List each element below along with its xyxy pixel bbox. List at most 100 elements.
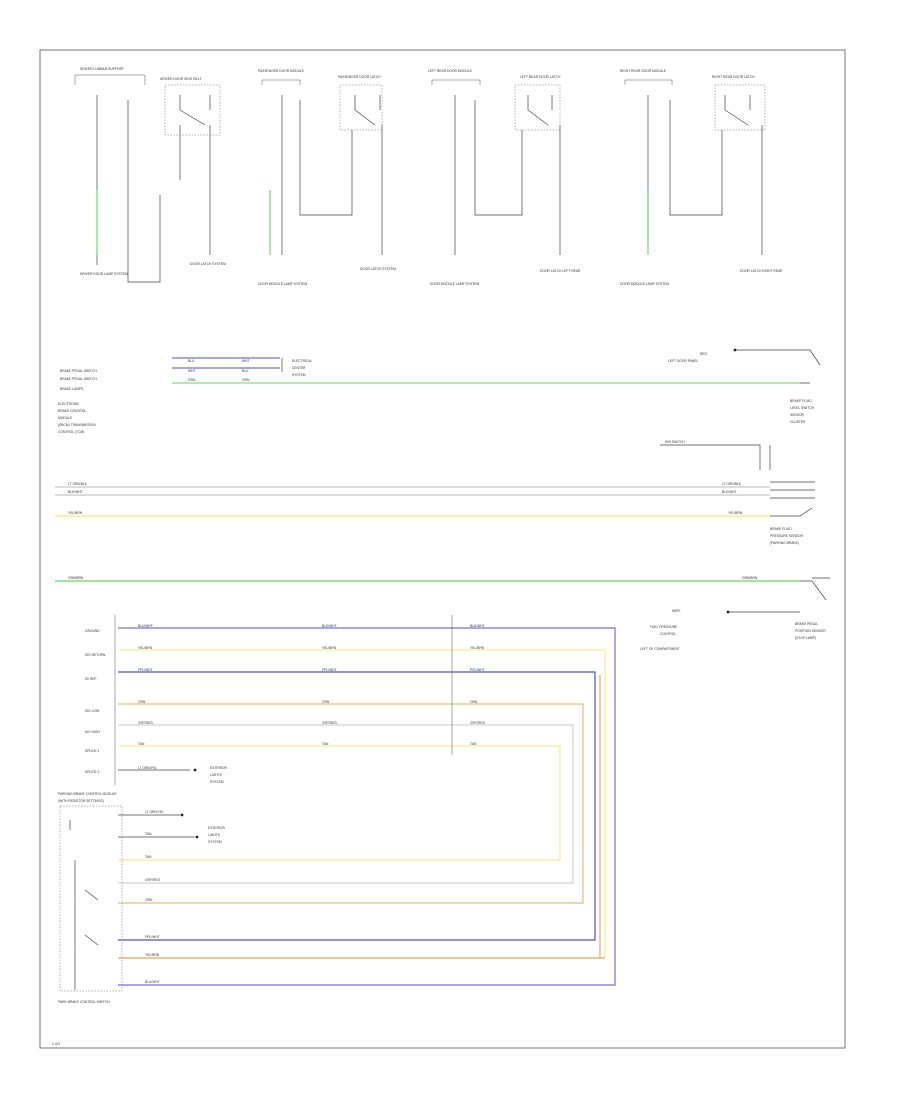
module-pin-label-1: LT GRN/YEL <box>145 810 164 814</box>
wire-label-top-2: BLK/WHT <box>68 490 83 494</box>
bottom-section: GROUND SIG RETURN 5V REF SIG LOW SIG HIG… <box>58 615 616 1004</box>
bus-left-label-1: BLU <box>188 359 195 363</box>
right-switch-2-line-3: (PARKING BRAKE) <box>770 541 799 545</box>
module-pin-label-7: YEL/BRN <box>145 953 160 957</box>
top-section-3-header-left: LEFT REAR DOOR MODULE <box>428 69 473 73</box>
module-pin-label-6: PPL/WHT <box>145 935 160 939</box>
top-section-1: DRIVER LUMBAR SUPPORT DRIVER DOOR SEAT B… <box>74 67 226 283</box>
wire-label-6c: TAN <box>470 742 477 746</box>
wire-label-4b: ORN <box>322 700 330 704</box>
wire-run-tan-inner <box>118 745 561 861</box>
bus-right-label-2: BLU <box>242 369 249 373</box>
module-title-2: (WITH RESISTOR SETTINGS) <box>58 799 104 803</box>
conn-pin-4: SIG LOW <box>85 709 100 713</box>
exterior-lamp-label-b3: SYSTEM <box>208 840 222 844</box>
right-switch-1-line-2: LEVEL SWITCH <box>790 406 815 410</box>
top-section-4-bottom-right: DOOR LATCH RIGHT REAR <box>740 269 783 273</box>
module-pin-label-8: BLU/WHT <box>145 980 160 984</box>
bus-note-2: CENTER <box>292 366 306 370</box>
bus-right-label-3: GRN <box>242 378 250 382</box>
top-section-2: PASSENGER DOOR MODULE PASSENGER DOOR LAT… <box>258 69 396 286</box>
right-label-wipe: WIPE <box>672 609 681 613</box>
top-section-2-header-left: PASSENGER DOOR MODULE <box>258 69 305 73</box>
left-block-line-1: ELECTRONIC <box>58 402 80 406</box>
top-section-2-bottom-left: DOOR MODULE LAMP SYSTEM <box>258 282 307 286</box>
wire-label-4c: ORN <box>470 700 478 704</box>
left-block-line-3: MODULE <box>58 416 73 420</box>
wire-label-6a: TAN <box>138 742 145 746</box>
wire-label-top-1: LT GRN/BLK <box>68 482 88 486</box>
conn-pin-2: SIG RETURN <box>85 653 106 657</box>
right-label-control: CONTROL <box>660 632 676 636</box>
top-section-1-bottom-left: DRIVER DOOR LAMP SYSTEM <box>80 272 128 276</box>
top-section-4-header-left: RIGHT REAR DOOR MODULE <box>620 69 667 73</box>
wire-run-blue-outer <box>118 627 616 986</box>
right-switch-1-line-3: SENSOR <box>790 413 805 417</box>
right-switch-1-line-1: BRAKE FLUID <box>790 399 812 403</box>
wire-label-1a: BLU/WHT <box>138 624 153 628</box>
wire-label-top-1-right: LT GRN/BLK <box>722 482 742 486</box>
wire-label-6b: TAN <box>322 742 329 746</box>
wire-label-3c: PPL/WHT <box>470 668 485 672</box>
wire-label-1b: BLK/WHT <box>322 624 337 628</box>
right-switch-3-line-2: POSITION SENSOR <box>795 629 826 633</box>
wire-label-3a: PPL/WHT <box>138 668 153 672</box>
right-label-left-comp: LEFT OF COMPARTMENT <box>640 647 680 651</box>
module-pin-label-2: TAN <box>145 832 152 836</box>
wire-label-5c: GRY/RED <box>470 721 486 725</box>
wire-label-3b: PPL/WHT <box>322 668 337 672</box>
right-label-ign: IGN SWITCH <box>665 440 685 444</box>
conn-pin-3: 5V REF <box>85 677 97 681</box>
top-right-label-1: RED <box>700 352 708 356</box>
right-switch-2-line-1: BRAKE FLUID <box>770 527 792 531</box>
right-switch-3-line-3: (STOP LAMP) <box>795 636 816 640</box>
wire-label-4a: ORN <box>138 700 146 704</box>
top-section-3-header-right: LEFT REAR DOOR LATCH <box>520 75 561 79</box>
module-pin-label-5: ORN <box>145 898 153 902</box>
conn-pin-1: GROUND <box>85 629 100 633</box>
left-block-line-5: CONTROL (TCM) <box>58 430 84 434</box>
right-switch-1-line-4: CLUSTER <box>790 420 806 424</box>
bus-left-label-2: WHT <box>188 369 196 373</box>
middle-section: BRAKE PEDAL SWITCH BRAKE PEDAL SWITCH BR… <box>55 348 830 651</box>
top-section-3-bottom-right: DOOR LATCH LEFT REAR <box>540 269 581 273</box>
wire-run-grey <box>118 724 574 884</box>
conn-pin-5: SIG HIGH <box>85 730 100 734</box>
wire-label-2a: YEL/BRN <box>138 646 153 650</box>
exterior-lamp-label-2: LIGHTS <box>210 773 223 777</box>
bus-left-label-3: GRN <box>188 378 196 382</box>
wire-run-tan-outer <box>118 703 584 904</box>
exterior-lamp-label-b1: EXTERIOR <box>208 826 225 830</box>
right-switch-2-line-2: PRESSURE SENSOR <box>770 534 804 538</box>
conn-pin-7: SPLICE 2 <box>85 770 100 774</box>
top-section-3: LEFT REAR DOOR MODULE LEFT REAR DOOR LAT… <box>428 69 581 286</box>
right-label-fuel: FUEL PRESSURE <box>650 625 678 629</box>
wire-label-yellow-right: YEL/BRN <box>728 511 743 515</box>
wire-label-top-2-right: BLK/WHT <box>722 490 737 494</box>
wire-run-yellow <box>118 649 606 959</box>
top-section-4-header-right: RIGHT REAR DOOR LATCH <box>712 75 755 79</box>
wire-label-yellow-left: YEL/BRN <box>68 511 83 515</box>
top-section-1-header-left: DRIVER LUMBAR SUPPORT <box>80 67 124 71</box>
top-right-label-2: LEFT DOOR PANEL <box>668 359 698 363</box>
module-title-1: PARKING BRAKE CONTROL MODULE <box>58 792 117 796</box>
page-number: 2 of 2 <box>52 1042 60 1046</box>
bus-note-1: ELECTRICAL <box>292 359 313 363</box>
wire-label-5a: GRY/RED <box>138 721 154 725</box>
top-section-4-bottom-left: DOOR MODULE LAMP SYSTEM <box>620 282 669 286</box>
bus-note-3: SYSTEM <box>292 373 306 377</box>
wire-label-green-right: GRN/BRN <box>742 576 758 580</box>
exterior-lamp-label-1: EXTERIOR <box>210 766 227 770</box>
wire-label-2b: YEL/BRN <box>322 646 337 650</box>
top-section-1-header-right: DRIVER DOOR SEAT BELT <box>160 77 201 81</box>
module-box <box>59 805 123 992</box>
top-green-wires <box>96 190 649 255</box>
wire-label-5b: GRY/RED <box>322 721 338 725</box>
conn-pin-6: SPLICE 1 <box>85 749 100 753</box>
top-section-4: RIGHT REAR DOOR MODULE RIGHT REAR DOOR L… <box>620 69 783 286</box>
wire-label-2c: YEL/BRN <box>470 646 485 650</box>
left-pin-2: BRAKE PEDAL SWITCH <box>60 377 97 381</box>
left-block-line-2: BRAKE CONTROL <box>58 409 86 413</box>
diagram-frame <box>39 49 846 1049</box>
